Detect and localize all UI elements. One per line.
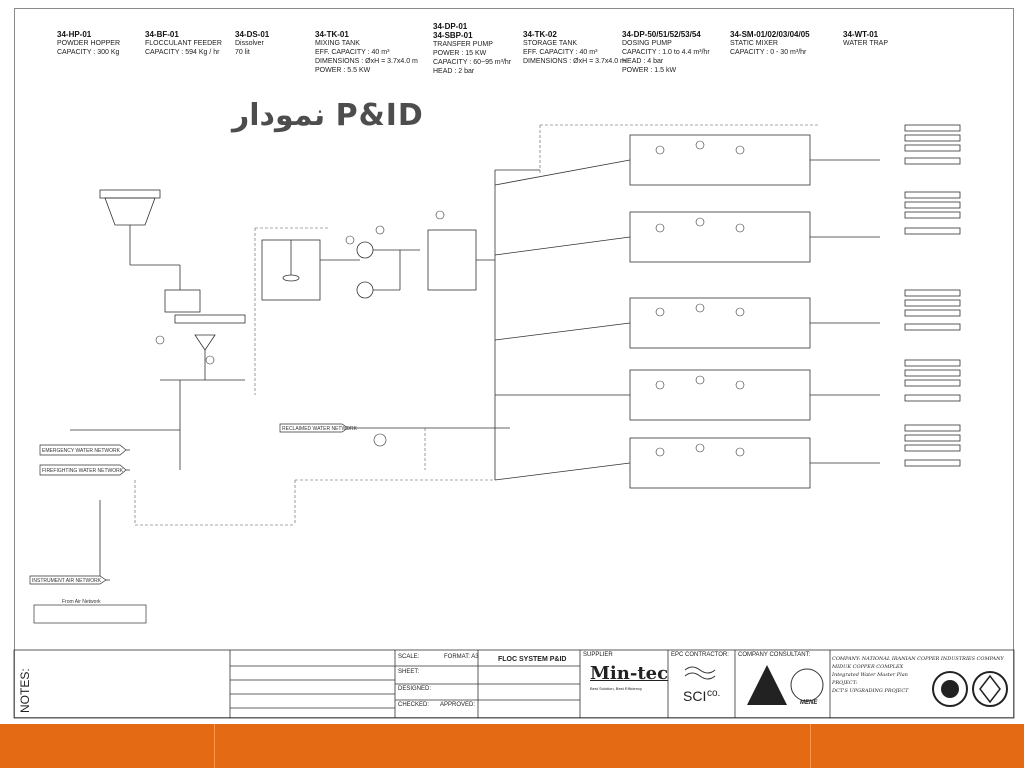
reclaimed-water-tag <box>279 423 349 433</box>
pid-drawing: RECLAIMED WATER NETWORK EMERGENCY WATER … <box>13 124 1015 719</box>
drawing-sheet <box>14 8 1014 718</box>
sci-logo: SCI <box>683 688 707 704</box>
checked-label: CHECKED: <box>398 702 430 708</box>
dissolver <box>194 334 216 351</box>
equipment-spec: EFF. CAPACITY : 40 m³ <box>315 49 390 56</box>
equipment-tag: 34-DP-01 34-SBP-01 <box>433 22 473 40</box>
storage-tank <box>427 229 477 291</box>
supplier-label: SUPPLIER <box>583 652 613 658</box>
equipment-desc: FLOCCULANT FEEDER <box>145 40 222 47</box>
instrument-air-label: INSTRUMENT AIR NETWORK <box>32 578 102 584</box>
air-network-label: From Air Network <box>62 599 101 605</box>
equipment-desc: DOSING PUMP <box>622 40 672 47</box>
equipment-spec: 70 lit <box>235 49 250 56</box>
equipment-feeder: 34-BF-01 FLOCCULANT FEEDER CAPACITY : 59… <box>145 30 222 57</box>
sheet-label: SHEET: <box>398 669 420 675</box>
equipment-storage-tank: 34-TK-02 STORAGE TANK EFF. CAPACITY : 40… <box>523 30 626 66</box>
consultant-logos-icon <box>747 665 824 705</box>
designed-label: DESIGNED: <box>398 686 432 692</box>
notes-label: NOTES: <box>18 668 32 713</box>
firefighting-water-label: FIREFIGHTING WATER NETWORK <box>42 468 124 474</box>
equipment-hopper: 34-HP-01 POWDER HOPPER CAPACITY : 300 Kg <box>57 30 120 57</box>
equipment-spec: HEAD : 2 bar <box>433 68 475 75</box>
format-label: FORMAT: A3 <box>444 654 479 660</box>
company-emblem-icon <box>932 671 1008 707</box>
instrument-air-tag <box>29 575 107 585</box>
equipment-spec: POWER : 15 KW <box>433 50 487 57</box>
equipment-dosing-pump: 34-DP-50/51/52/53/54 DOSING PUMP CAPACIT… <box>622 30 710 75</box>
epc-label: EPC CONTRACTOR: <box>671 652 729 658</box>
footer-segment <box>0 724 215 768</box>
equipment-spec: HEAD : 4 bar <box>622 58 664 65</box>
equipment-spec: POWER : 5.5 KW <box>315 67 371 74</box>
sci-wave-icon <box>684 666 716 680</box>
footer-segment <box>811 724 1024 768</box>
hopper-top <box>99 189 161 199</box>
scale-label: SCALE: <box>398 654 420 660</box>
equipment-spec: EFF. CAPACITY : 40 m³ <box>523 49 598 56</box>
page-title: نمودار P&ID <box>232 98 424 133</box>
equipment-static-mixer: 34-SM-01/02/03/04/05 STATIC MIXER CAPACI… <box>730 30 810 57</box>
equipment-desc: MIXING TANK <box>315 40 360 47</box>
equipment-tag: 34-DP-50/51/52/53/54 <box>622 30 701 39</box>
equipment-tag: 34-DS-01 <box>235 30 270 39</box>
footer-segment <box>215 724 811 768</box>
equipment-desc: POWDER HOPPER <box>57 40 121 47</box>
dosing-skid-2 <box>629 211 811 263</box>
footer-bar <box>0 724 1024 768</box>
equipment-spec: DIMENSIONS : ØxH = 3.7x4.0 m <box>315 58 418 65</box>
equipment-tag: 34-BF-01 <box>145 30 179 39</box>
feeder-screw <box>174 314 246 324</box>
equipment-desc: STATIC MIXER <box>730 40 778 47</box>
equipment-desc: WATER TRAP <box>843 40 888 47</box>
hopper-body <box>104 197 156 226</box>
equipment-desc: TRANSFER PUMP <box>433 41 493 48</box>
firefighting-water-tag <box>39 464 127 476</box>
consultant-label: COMPANY CONSULTANT: <box>738 652 811 658</box>
equipment-spec: DIMENSIONS : ØxH = 3.7x4.0 m <box>523 58 626 65</box>
equipment-dissolver: 34-DS-01 Dissolver 70 lit <box>235 30 269 57</box>
dosing-skid-1 <box>629 134 811 186</box>
equipment-transfer-pump: 34-DP-01 34-SBP-01 TRANSFER PUMP POWER :… <box>433 22 511 76</box>
equipment-spec: POWER : 1.5 kW <box>622 67 677 74</box>
mintec-tagline: Best Solution, Best Efficiency <box>590 686 642 691</box>
dosing-skid-3 <box>629 297 811 349</box>
equipment-spec: CAPACITY : 0 - 30 m³/hr <box>730 49 807 56</box>
equipment-desc: STORAGE TANK <box>523 40 578 47</box>
emergency-water-label: EMERGENCY WATER NETWORK <box>42 448 121 454</box>
equipment-spec: CAPACITY : 300 Kg <box>57 49 120 56</box>
equipment-tag: 34-SM-01/02/03/04/05 <box>730 30 810 39</box>
sci-logo-suffix: co. <box>707 688 721 699</box>
dosing-skid-5 <box>629 437 811 489</box>
company-info: COMPANY: NATIONAL IRANIAN COPPER INDUSTR… <box>832 656 1004 694</box>
equipment-mixing-tank: 34-TK-01 MIXING TANK EFF. CAPACITY : 40 … <box>315 30 418 75</box>
approved-label: APPROVED: <box>440 702 476 708</box>
equipment-spec: CAPACITY : 1.0 to 4.4 m³/hr <box>622 49 710 56</box>
reclaimed-water-label: RECLAIMED WATER NETWORK <box>282 426 358 432</box>
equipment-tag: 34-TK-01 <box>315 30 349 39</box>
equipment-water-trap: 34-WT-01 WATER TRAP <box>843 30 888 48</box>
atc-logo: ATC <box>758 700 770 706</box>
transfer-pump-2 <box>356 281 374 299</box>
equipment-tag: 34-WT-01 <box>843 30 879 39</box>
equipment-spec: CAPACITY : 60~95 m³/hr <box>433 59 512 66</box>
equipment-desc: Dissolver <box>235 40 264 47</box>
transfer-pump-1 <box>356 241 374 259</box>
dosing-skid-4 <box>629 369 811 421</box>
emergency-water-tag <box>39 444 127 456</box>
flocculant-feeder <box>164 289 201 313</box>
equipment-spec: CAPACITY : 594 Kg / hr <box>145 49 220 56</box>
equipment-tag: 34-TK-02 <box>523 30 557 39</box>
mene-logo: MENE <box>800 700 818 706</box>
mintec-logo: Min-tec <box>590 663 669 684</box>
drawing-title: FLOC SYSTEM P&ID <box>498 656 567 663</box>
equipment-tag: 34-HP-01 <box>57 30 92 39</box>
